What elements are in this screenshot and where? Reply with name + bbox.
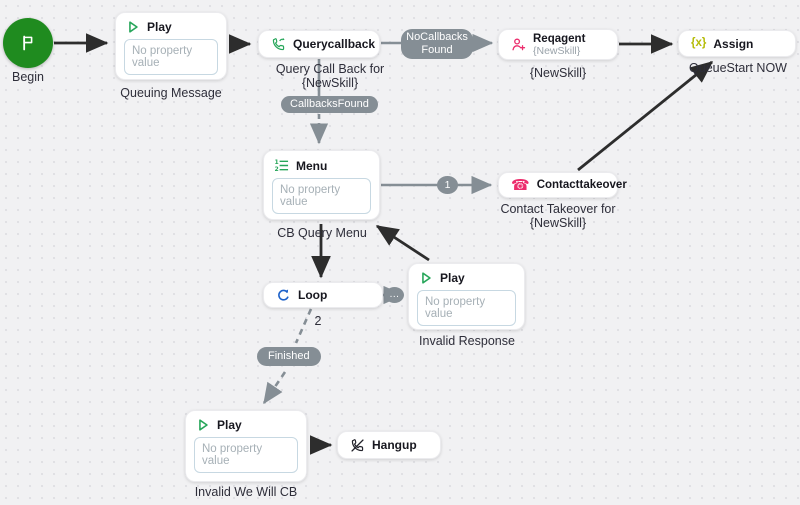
node-caption: Invalid We Will CB [194,485,298,499]
node-menu[interactable]: 1 2 Menu No property value [263,150,380,220]
phone-callback-icon [271,37,286,52]
node-title: Querycallback [293,37,376,51]
node-title: Menu [296,158,328,173]
edge-label-callbacksfound[interactable]: CallbacksFound [281,96,378,114]
node-caption: Query Call Back for {NewSkill} [275,62,385,91]
agent-plus-icon [511,37,526,52]
property-box: No property value [272,178,371,214]
node-play-invalid-we-will-cb[interactable]: Play No property value [185,410,307,482]
property-box: No property value [417,290,516,326]
edge-label-nocallbacksfound[interactable]: NoCallbacksFound [401,29,473,60]
edge-contacttakeover-to-assign [577,60,714,172]
node-title: Assign [713,36,754,51]
node-play-queuing-message[interactable]: Play No property value [115,12,227,80]
edge-invalidresponse-to-menu [375,224,430,262]
node-title: Contacttakeover [536,179,627,191]
node-caption: Contact Takeover for {NewSkill} [500,202,616,231]
node-caption: Begin [12,70,44,84]
node-reqagent[interactable]: Reqagent {NewSkill} [498,29,618,60]
node-title: Play [147,20,172,34]
phone-icon: ☎ [511,175,530,194]
node-title: Hangup [372,438,417,452]
node-title: Play [217,418,242,432]
node-caption: 2 [314,314,322,328]
play-icon [126,20,140,34]
node-subtitle: {NewSkill} [533,44,581,57]
node-title: Play [440,271,465,285]
play-icon [196,418,210,432]
node-caption: {NewSkill} [529,66,587,80]
edge-label-branch-1[interactable]: 1 [437,176,458,194]
property-box: No property value [124,39,218,75]
braces-x-icon: {x} [691,36,707,49]
node-contacttakeover[interactable]: ☎ Contacttakeover [498,172,627,198]
node-begin[interactable] [3,18,53,68]
property-box: No property value [194,437,298,473]
node-caption: Invalid Response [419,334,515,348]
node-querycallback[interactable]: Querycallback [258,30,380,58]
loop-icon [276,288,291,303]
node-caption: QueueStart NOW [689,61,787,75]
svg-text:1: 1 [274,159,278,166]
flag-icon [19,34,37,52]
edge-label-dots[interactable]: ... [385,287,404,303]
node-hangup[interactable]: Hangup [337,431,441,459]
node-title: Reqagent [533,32,586,45]
node-caption: CB Query Menu [277,226,367,240]
svg-text:2: 2 [274,166,278,173]
play-icon [419,271,433,285]
node-assign[interactable]: {x} Assign [678,30,796,57]
node-loop[interactable]: Loop [263,282,383,308]
node-title: Loop [298,288,328,302]
edge-loop-finished-b [262,371,287,405]
edge-label-finished[interactable]: Finished [257,347,321,367]
ordered-list-icon: 1 2 [274,158,289,173]
node-caption: Queuing Message [120,86,222,100]
phone-hangup-icon [350,438,365,453]
node-play-invalid-response[interactable]: Play No property value [408,263,525,330]
